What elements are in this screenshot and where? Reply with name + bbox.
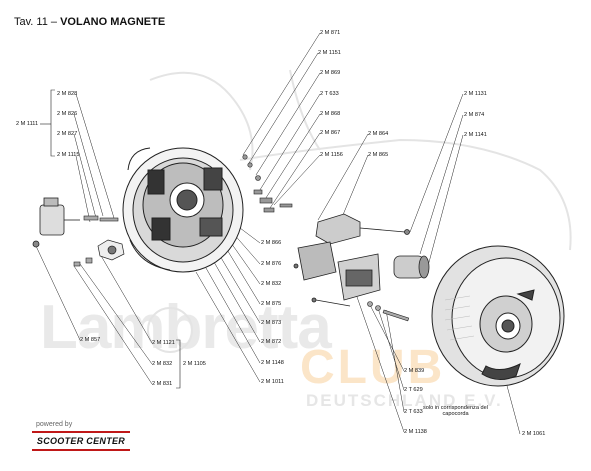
stator-plate bbox=[122, 147, 244, 273]
stator-screws bbox=[242, 154, 293, 213]
label-2m1115: 2 M 1115 bbox=[57, 152, 80, 158]
label-2m875: 2 M 875 bbox=[261, 301, 282, 307]
label-2m876: 2 M 876 bbox=[261, 261, 282, 267]
label-2t633-top: 2 T 633 bbox=[320, 91, 339, 97]
page-title: Tav. 11 – VOLANO MAGNETE bbox=[14, 16, 165, 28]
small-screws bbox=[73, 215, 119, 267]
watermark-deutschland: DEUTSCHLAND E.V. bbox=[306, 391, 503, 410]
label-note: solo in corrispondenza del capocorda bbox=[423, 405, 488, 417]
label-2m868: 2 M 868 bbox=[320, 111, 341, 117]
group-bracket-1105 bbox=[176, 339, 181, 389]
scooter-center-logo: SCOOTER CENTER bbox=[32, 431, 130, 451]
label-2m864: 2 M 864 bbox=[368, 131, 389, 137]
label-2m865: 2 M 865 bbox=[368, 152, 389, 158]
label-2m872: 2 M 872 bbox=[261, 339, 282, 345]
cam-spring-part bbox=[97, 239, 125, 261]
label-2m1131: 2 M 1131 bbox=[464, 91, 487, 97]
ignition-coil bbox=[393, 255, 430, 279]
label-2m832-left: 2 M 832 bbox=[152, 361, 173, 367]
label-2m1151: 2 M 1151 bbox=[318, 50, 341, 56]
watermark-club: CLUB bbox=[300, 341, 446, 394]
flywheel-fins bbox=[444, 295, 475, 341]
label-2m857: 2 M 857 bbox=[80, 337, 101, 343]
leader-lines bbox=[35, 32, 521, 435]
scooter-center-text: SCOOTER CENTER bbox=[36, 436, 126, 446]
flywheel bbox=[431, 245, 565, 387]
right-fasteners bbox=[367, 301, 410, 322]
label-2t633-bottom: 2 T 633 bbox=[404, 409, 423, 415]
label-2m874: 2 M 874 bbox=[464, 112, 485, 118]
title-name: VOLANO MAGNETE bbox=[60, 16, 166, 28]
tav-number: Tav. 11 – bbox=[14, 16, 58, 28]
label-2m1148: 2 M 1148 bbox=[261, 360, 284, 366]
group-bracket-1111 bbox=[40, 89, 55, 157]
coil-assembly bbox=[293, 213, 410, 307]
label-2m1156: 2 M 1156 bbox=[320, 152, 343, 158]
label-2m1141: 2 M 1141 bbox=[464, 132, 487, 138]
label-2m1061: 2 M 1061 bbox=[522, 431, 546, 437]
label-2m832-center: 2 M 832 bbox=[261, 281, 282, 287]
condenser-part bbox=[32, 197, 80, 248]
label-2m871: 2 M 871 bbox=[320, 30, 341, 36]
label-2m869: 2 M 869 bbox=[320, 70, 341, 76]
label-2m828: 2 M 828 bbox=[57, 91, 78, 97]
label-2m831: 2 M 831 bbox=[152, 381, 173, 387]
label-2t629: 2 T 629 bbox=[404, 387, 423, 393]
label-2m1011: 2 M 1011 bbox=[261, 379, 284, 385]
label-2m1138: 2 M 1138 bbox=[404, 429, 427, 435]
label-2m839: 2 M 839 bbox=[404, 368, 425, 374]
label-group-1111: 2 M 1111 bbox=[16, 121, 39, 127]
label-group-1105: 2 M 1105 bbox=[183, 361, 206, 367]
label-2m1121: 2 M 1121 bbox=[152, 340, 175, 346]
label-2m827: 2 M 827 bbox=[57, 131, 78, 137]
label-2m866: 2 M 866 bbox=[261, 240, 282, 246]
powered-by-text: powered by bbox=[36, 421, 73, 428]
label-2m826: 2 M 826 bbox=[57, 111, 78, 117]
label-2m867: 2 M 867 bbox=[320, 130, 341, 136]
watermark-lambretta: Lambretta bbox=[40, 293, 332, 362]
label-2m873: 2 M 873 bbox=[261, 320, 282, 326]
